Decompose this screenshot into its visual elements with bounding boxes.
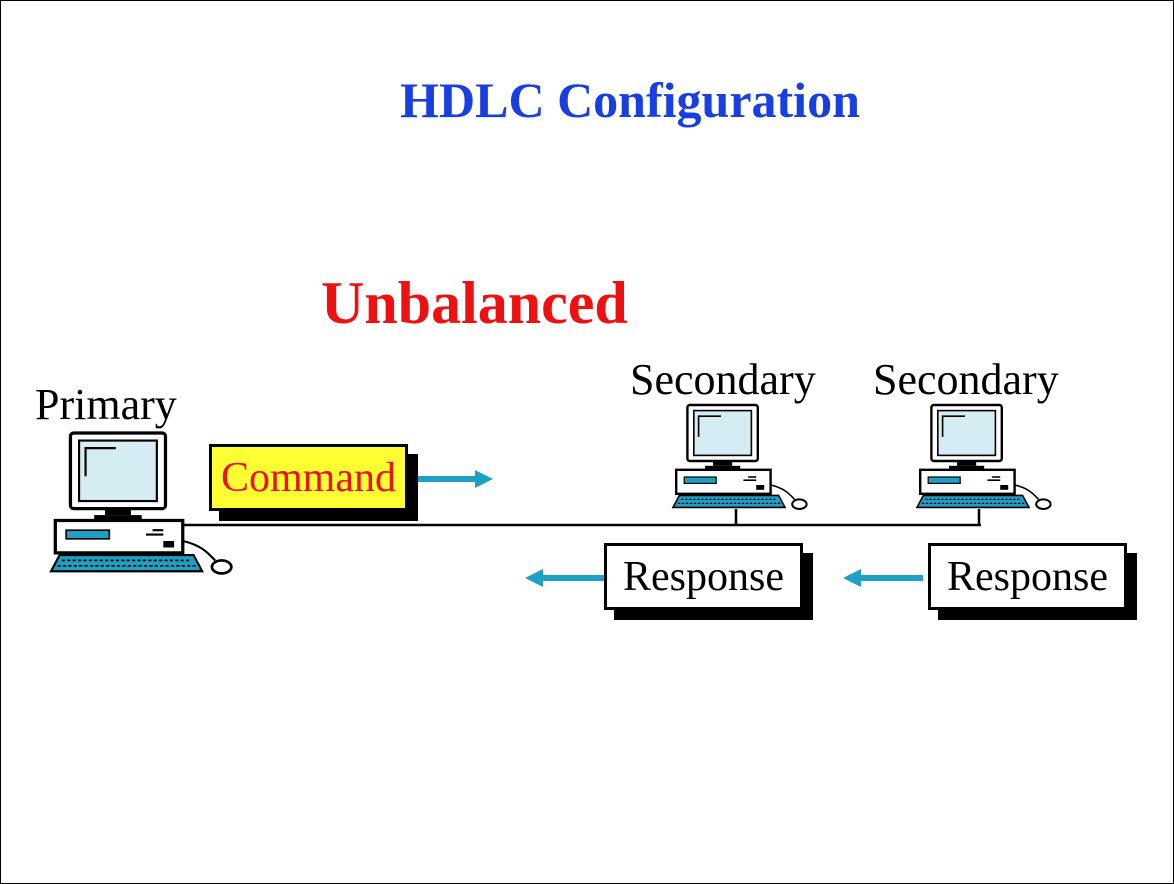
response-2-arrow-icon — [843, 569, 923, 587]
response-frame-1: Response — [604, 543, 803, 610]
command-frame: Command — [209, 444, 408, 511]
secondary-2-computer-icon — [915, 403, 1052, 511]
slide-title: HDLC Configuration — [400, 72, 860, 128]
secondary-2-label: Secondary — [873, 355, 1059, 404]
response-frame-2: Response — [928, 543, 1127, 610]
secondary-1-label: Secondary — [630, 355, 816, 404]
primary-label: Primary — [35, 380, 177, 429]
command-arrow-icon — [413, 470, 493, 488]
primary-computer-icon — [49, 431, 233, 576]
configuration-mode-title: Unbalanced — [321, 270, 628, 336]
secondary-1-computer-icon — [671, 403, 808, 511]
response-1-arrow-icon — [525, 569, 605, 587]
